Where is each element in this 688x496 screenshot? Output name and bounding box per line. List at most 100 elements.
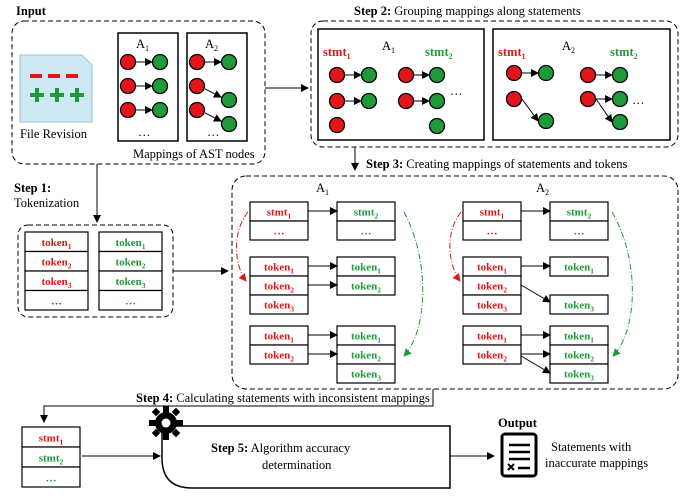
stmt-node-green [360, 66, 378, 84]
stmt-node-red [328, 66, 346, 84]
table-cell-label: … [274, 226, 285, 238]
step3-stmt-table: stmt1… [462, 201, 522, 241]
table-cell [24, 289, 89, 311]
stmt-node-green [428, 92, 446, 110]
table-cell-label: token3 [564, 369, 594, 383]
table-cell [249, 294, 309, 315]
ast-mapping-arrow [204, 112, 222, 122]
step2-box-a1 [317, 28, 485, 141]
table-cell-label: token2 [264, 350, 294, 364]
stmt-node-red [328, 92, 346, 110]
step5-line2: determination [262, 458, 332, 472]
ast-node-green [220, 115, 238, 133]
ast-node-green [151, 77, 169, 95]
stmt-mapping-arrow [595, 98, 613, 123]
output-title: Output [498, 416, 538, 430]
stmt-mapping-arrow [521, 98, 539, 122]
step4-stmt-table: stmt1stmt2… [21, 426, 81, 488]
input-region [11, 20, 266, 165]
step3-a2-green-link [611, 211, 633, 357]
step2-box-a2 [492, 28, 671, 141]
ast-mapping-arrow [204, 88, 222, 98]
step2-region [310, 20, 679, 148]
ast-node-red [119, 101, 137, 119]
stmt-node-green [537, 64, 555, 82]
ast-node-green [151, 101, 169, 119]
step3-a2-label: A2 [536, 181, 549, 197]
step3-region [231, 175, 679, 390]
table-cell-label: token3 [115, 276, 145, 290]
step2-a1-stmt2: stmt2 [425, 45, 453, 61]
gear-icon [149, 406, 183, 440]
file-revision-label: File Revision [20, 127, 88, 141]
input-ast-nodes [119, 53, 238, 133]
table-cell-label: token1 [115, 237, 145, 251]
table-cell-label: token2 [564, 350, 594, 364]
step3-token-arrow [520, 284, 551, 303]
table-cell-label: token2 [41, 257, 71, 271]
output-text-line2: inaccurate mappings [545, 456, 648, 470]
table-cell [549, 294, 609, 315]
table-cell-label: token1 [564, 331, 594, 345]
step2-heading: Step 2: Grouping mappings along statemen… [354, 4, 581, 18]
file-revision-icon [19, 54, 93, 123]
table-cell-label: … [51, 296, 62, 308]
step3-token-table: token1 [549, 256, 609, 277]
table-cell [336, 220, 396, 241]
stmt-node-red [505, 64, 523, 82]
stmt-node-red [397, 66, 415, 84]
table-cell-label: token3 [351, 369, 381, 383]
step2-a2-label: A2 [562, 39, 575, 55]
step5-box [161, 425, 451, 489]
step1-red-token-table: token1 token2 token3 … [24, 231, 89, 311]
stmt-node-green [537, 112, 555, 130]
input-title: Input [16, 4, 47, 18]
step3-a2-red-link [449, 211, 462, 282]
ast-node-red [188, 53, 206, 71]
step3-stmt-table: stmt1… [249, 201, 309, 241]
step3-stmt-table: stmt2… [549, 201, 609, 241]
output-text-line1: Statements with [551, 440, 632, 454]
mapping-a1-label: A1 [136, 37, 149, 53]
stmt-node-red [328, 116, 346, 134]
step2-a2-ellipsis: … [632, 93, 645, 107]
stmt-node-red [505, 90, 523, 108]
stmt-node-red [579, 90, 597, 108]
step1-label: Step 1: [14, 181, 51, 195]
stmt-node-green [611, 90, 629, 108]
step2-a2-stmt1: stmt1 [498, 45, 526, 61]
arrow-step3-to-step4 [40, 389, 434, 423]
step3-token-table: token1 token2 token3 [462, 256, 522, 315]
step2-a1-ellipsis: … [450, 84, 463, 98]
document-icon [500, 432, 538, 478]
ast-node-green [220, 53, 238, 71]
ast-node-red [119, 53, 137, 71]
table-cell-label: token1 [477, 262, 507, 276]
table-cell-label: token1 [264, 262, 294, 276]
stmt-node-green [428, 66, 446, 84]
table-cell [549, 220, 609, 241]
table-cell-label: token1 [564, 262, 594, 276]
table-cell-label: token3 [477, 300, 507, 314]
step1-token-tables: token1token2token3…token1token2token3… [24, 231, 163, 311]
step4-statement-table: stmt1stmt2… [21, 426, 81, 488]
mapping-a2-label: A2 [205, 37, 218, 53]
step2-a1-label: A1 [382, 39, 395, 55]
table-cell-label: token2 [477, 350, 507, 364]
ast-node-red [188, 77, 206, 95]
table-cell-label: token1 [41, 237, 71, 251]
table-cell-label: token3 [41, 276, 71, 290]
stmt-node-green [428, 117, 446, 135]
table-cell-label: … [361, 226, 372, 238]
mapping-a1-ellipsis: … [138, 125, 151, 139]
step3-heading: Step 3: Creating mappings of statements … [366, 157, 628, 171]
table-cell-label: token2 [477, 281, 507, 295]
table-cell-label: token3 [264, 300, 294, 314]
table-cell-label: token2 [351, 281, 381, 295]
